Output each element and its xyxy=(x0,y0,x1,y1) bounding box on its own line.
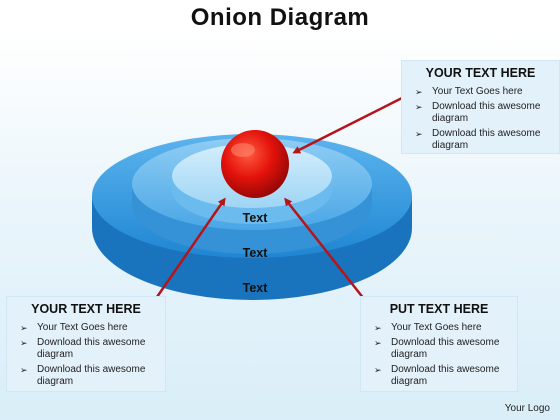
list-item: ➢Download this awesome diagram xyxy=(20,363,146,388)
bullet-list: ➢Your Text Goes here ➢Download this awes… xyxy=(360,322,518,389)
box-heading: PUT TEXT HERE xyxy=(389,302,489,316)
ring-label-inner: Text xyxy=(243,211,269,225)
box-heading: YOUR TEXT HERE xyxy=(425,66,536,80)
text-box-bottom-right: PUT TEXT HERE ➢Your Text Goes here ➢Down… xyxy=(360,296,518,392)
bullet-arrow-icon: ➢ xyxy=(20,364,28,375)
page-title: Onion Diagram xyxy=(190,4,370,31)
list-item: ➢Download this awesome diagram xyxy=(415,127,541,152)
arrow-top-right xyxy=(292,96,403,154)
bullet-arrow-icon: ➢ xyxy=(20,337,28,348)
ring-label-outer: Text xyxy=(243,281,269,295)
list-item: ➢Download this awesome diagram xyxy=(415,100,541,125)
bullet-arrow-icon: ➢ xyxy=(374,364,382,375)
footer-logo-text: Your Logo xyxy=(504,403,550,414)
bullet-arrow-icon: ➢ xyxy=(20,323,28,333)
bullet-list: ➢Your Text Goes here ➢Download this awes… xyxy=(6,322,166,389)
ring-label-middle: Text xyxy=(243,246,269,260)
text-box-bottom-left: YOUR TEXT HERE ➢Your Text Goes here ➢Dow… xyxy=(6,296,166,392)
list-item: ➢Download this awesome diagram xyxy=(374,363,500,388)
bullet-arrow-icon: ➢ xyxy=(415,101,423,112)
arrow-bottom-left xyxy=(146,197,226,311)
bullet-arrow-icon: ➢ xyxy=(415,87,423,97)
list-item: ➢Download this awesome diagram xyxy=(374,336,500,361)
bullet-list: ➢Your Text Goes here ➢Download this awes… xyxy=(401,86,560,153)
core-sphere xyxy=(221,130,289,198)
arrow-bottom-right xyxy=(284,197,369,305)
list-item: ➢Download this awesome diagram xyxy=(20,336,146,361)
box-heading: YOUR TEXT HERE xyxy=(31,302,141,316)
bullet-arrow-icon: ➢ xyxy=(374,323,382,333)
bullet-arrow-icon: ➢ xyxy=(415,128,423,139)
text-box-top-right: YOUR TEXT HERE ➢Your Text Goes here ➢Dow… xyxy=(401,60,560,154)
list-item: ➢Your Text Goes here xyxy=(20,322,128,333)
bullet-arrow-icon: ➢ xyxy=(374,337,382,348)
list-item: ➢Your Text Goes here xyxy=(415,86,523,97)
list-item: ➢Your Text Goes here xyxy=(374,322,482,333)
